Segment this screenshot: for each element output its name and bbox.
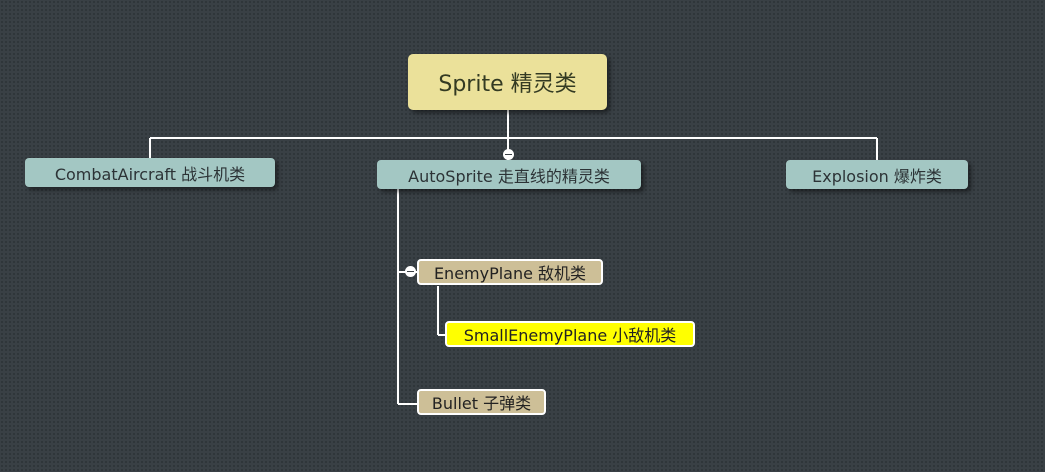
topic-autosprite[interactable]: AutoSprite 走直线的精灵类 xyxy=(377,160,641,189)
topic-label: AutoSprite 走直线的精灵类 xyxy=(408,166,610,186)
topic-combataircraft[interactable]: CombatAircraft 战斗机类 xyxy=(25,158,275,187)
root-topic-label: Sprite 精灵类 xyxy=(438,72,577,97)
topic-label: CombatAircraft 战斗机类 xyxy=(54,164,246,184)
subtopic-smallenemyplane[interactable]: SmallEnemyPlane 小敌机类 xyxy=(445,321,695,347)
subtopic-label: EnemyPlane 敌机类 xyxy=(433,264,587,283)
collapse-toggle-icon[interactable] xyxy=(405,266,416,277)
subtopic-label: SmallEnemyPlane 小敌机类 xyxy=(463,326,677,345)
subtopic-enemyplane[interactable]: EnemyPlane 敌机类 xyxy=(417,259,603,285)
topic-label: Explosion 爆炸类 xyxy=(812,166,942,186)
collapse-toggle-icon[interactable] xyxy=(503,149,514,160)
topic-explosion[interactable]: Explosion 爆炸类 xyxy=(786,160,968,189)
subtopic-label: Bullet 子弹类 xyxy=(431,394,532,413)
root-topic-sprite[interactable]: Sprite 精灵类 xyxy=(408,54,607,110)
subtopic-bullet[interactable]: Bullet 子弹类 xyxy=(417,389,546,415)
